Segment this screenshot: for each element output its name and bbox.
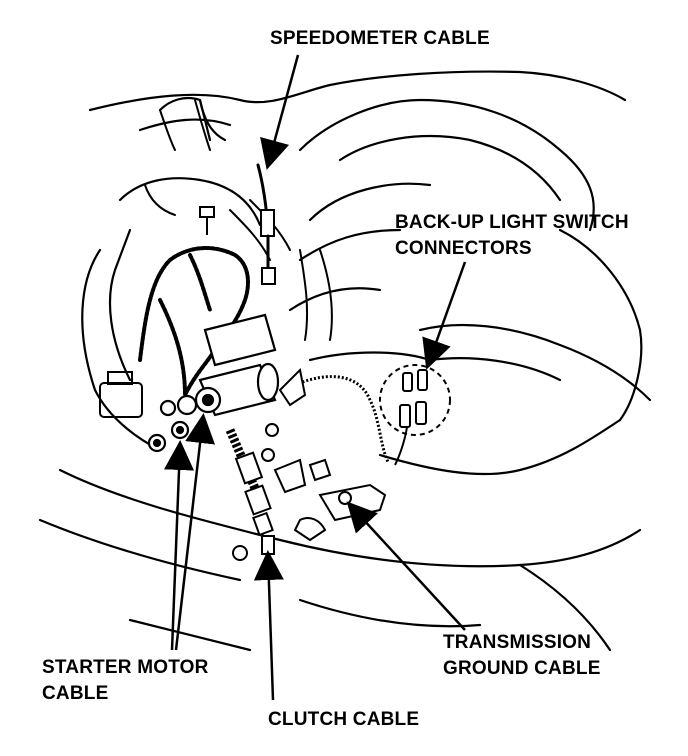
starter-motor-art: [147, 313, 280, 453]
engine-block-outline: [38, 70, 652, 652]
backup-light-leader: [422, 261, 467, 370]
relay-box: [99, 371, 143, 418]
backup-switch-connectors-art: [379, 364, 451, 466]
speedometer-cable-label: SPEEDOMETER CABLE: [270, 28, 490, 49]
backup-light-label-line2: CONNECTORS: [395, 238, 532, 259]
ground-wire: [278, 367, 390, 463]
starter-motor-label-line1: STARTER MOTOR: [42, 657, 209, 678]
starter-motor-label-line2: CABLE: [42, 683, 109, 704]
starter-leader-a: [164, 440, 195, 651]
transmission-ground-art: [261, 423, 387, 542]
leader-lines: [164, 54, 467, 701]
bolt-detail: [199, 206, 215, 235]
hose-details: [144, 99, 333, 341]
clutch-cable-art: [225, 428, 275, 561]
starter-leader-b: [174, 413, 216, 651]
speedometer-leader: [260, 54, 300, 170]
transmission-ground-label-line1: TRANSMISSION: [443, 632, 592, 653]
transmission-leader: [346, 501, 466, 631]
clutch-leader: [253, 550, 284, 701]
transmission-ground-label-line2: GROUND CABLE: [443, 658, 601, 679]
speedometer-cable-art: [256, 163, 276, 285]
clutch-cable-label: CLUTCH CABLE: [268, 709, 420, 730]
backup-light-label-line1: BACK-UP LIGHT SWITCH: [395, 212, 629, 233]
